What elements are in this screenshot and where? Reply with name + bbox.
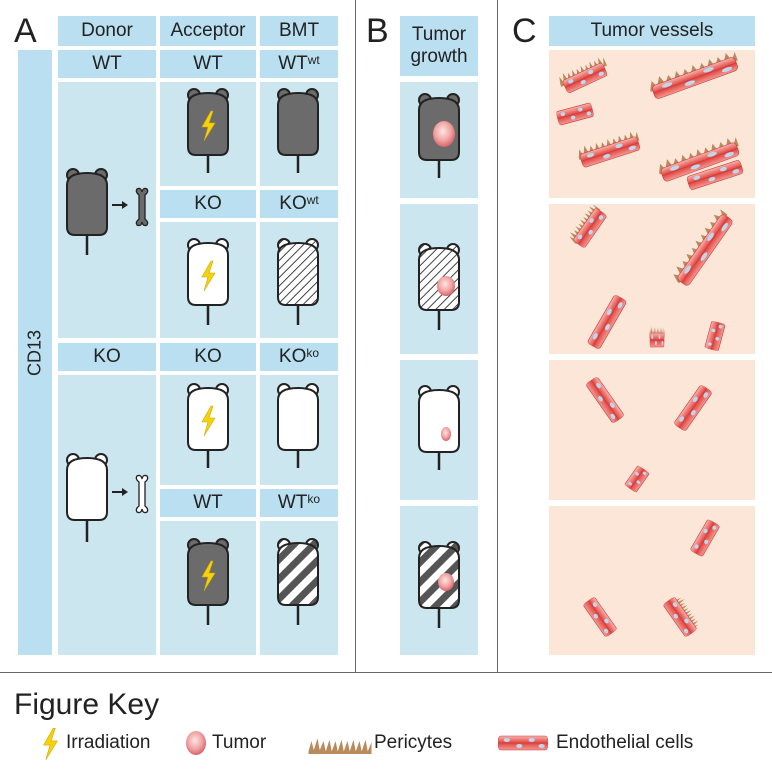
row2-bmt-sup: wt [306, 193, 319, 207]
acceptor-ko2-mouse-icon [187, 383, 229, 468]
bmt-ko-ko-mouse-icon [277, 383, 319, 468]
row2-acceptor: KO [160, 190, 256, 218]
key-endothelial-label: Endothelial cells [556, 732, 694, 753]
pericytes-key-icon [308, 738, 372, 754]
row3-donor: KO [58, 343, 156, 371]
irradiation-key-icon [43, 727, 58, 761]
bone-gray-icon [135, 187, 149, 227]
figure-key-title: Figure Key [14, 688, 160, 721]
endothelial-key-icon [497, 735, 549, 751]
header-donor: Donor [58, 16, 156, 46]
tumor-key-icon [186, 731, 206, 755]
key-irradiation-label: Irradiation [66, 732, 151, 753]
row1-acceptor: WT [160, 50, 256, 78]
panel-letter-a: A [14, 12, 37, 50]
row1-bmt-sup: wt [307, 53, 320, 67]
arrow-icon [112, 201, 128, 209]
acceptor-ko-mouse-icon [187, 238, 229, 325]
row1-donor: WT [58, 50, 156, 78]
header-acceptor: Acceptor [160, 16, 256, 46]
panel-letter-b: B [366, 12, 389, 50]
tumor-vessels-header: Tumor vessels [549, 16, 755, 46]
row3-acceptor: KO [160, 343, 256, 371]
row2-bmt-base: KO [279, 193, 307, 214]
divider-bc [497, 0, 498, 672]
tumor-growth-header: Tumor growth [400, 16, 478, 76]
key-tumor-label: Tumor [212, 732, 267, 753]
tumor-growth-line2: growth [410, 46, 468, 67]
bmt-wt-ko-mouse-icon [277, 538, 319, 625]
bmt-ko-wt-mouse-icon [277, 238, 319, 325]
row4-acceptor: WT [160, 489, 256, 517]
row3-bmt-base: KO [278, 346, 307, 367]
bmt-wt-wt-mouse-icon [277, 88, 319, 173]
header-bmt: BMT [260, 16, 338, 46]
tumor-mouse-wt-ko-icon [418, 541, 460, 628]
tumor-mouse-ko-ko-icon [418, 385, 460, 470]
bone-white-icon [135, 474, 149, 514]
arrow-icon [112, 488, 128, 496]
panel-a-illustrations [66, 88, 319, 625]
tumor-mouse-wt-wt-icon [418, 93, 460, 178]
key-divider [0, 672, 772, 673]
cd13-side-label: CD13 [18, 50, 52, 655]
donor-wt-mouse-icon [66, 168, 108, 255]
row4-bmt-sup: ko [307, 492, 321, 506]
panel-letter-c: C [512, 12, 537, 50]
panel-b-illustrations [418, 93, 460, 628]
key-pericytes-label: Pericytes [374, 732, 453, 753]
row4-bmt-base: WT [277, 492, 308, 513]
vessels-row3-area [549, 360, 755, 500]
tumor-growth-line1: Tumor [411, 24, 467, 45]
divider-ab [355, 0, 356, 672]
vessels-row4-area [549, 506, 755, 655]
acceptor-wt-mouse-icon [187, 88, 229, 173]
acceptor-wt2-mouse-icon [187, 538, 229, 625]
row1-bmt-base: WT [278, 53, 308, 74]
donor-ko-mouse-icon [66, 453, 108, 542]
tumor-mouse-ko-wt-icon [418, 243, 460, 330]
row3-bmt-sup: ko [306, 346, 320, 360]
